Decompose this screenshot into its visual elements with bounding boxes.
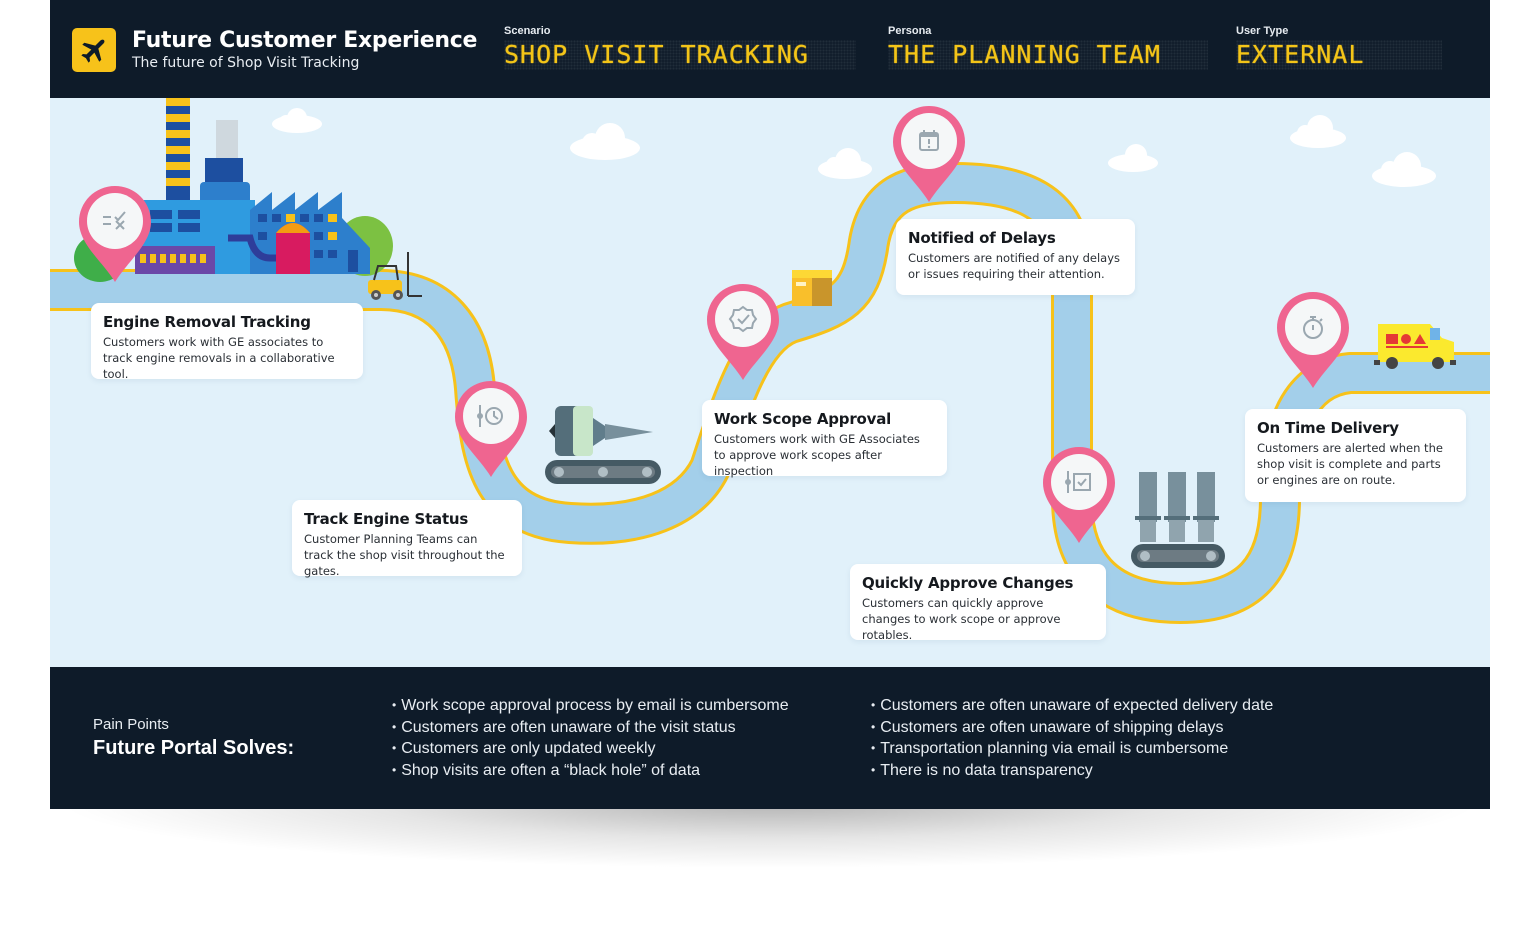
scenario-value: SHOP VISIT TRACKING xyxy=(504,40,856,70)
app-subtitle: The future of Shop Visit Tracking xyxy=(132,55,360,71)
pin-engine-removal[interactable] xyxy=(77,184,153,284)
step-description: Customer Planning Teams can track the sh… xyxy=(304,532,505,578)
step-title: Quickly Approve Changes xyxy=(862,574,1074,592)
user-type-value: EXTERNAL xyxy=(1236,40,1442,70)
journey-map: Engine Removal Tracking Customers work w… xyxy=(50,98,1490,667)
step-title: On Time Delivery xyxy=(1257,419,1399,437)
cloud xyxy=(570,123,640,160)
step-card: Quickly Approve Changes Customers can qu… xyxy=(850,564,1106,642)
step-card: Work Scope Approval Customers work with … xyxy=(702,400,947,478)
timeline-clock-icon xyxy=(477,405,503,427)
pain-points-list-2: Customers are often unaware of expected … xyxy=(871,695,1273,782)
package-illustration xyxy=(792,270,832,306)
timeline-check-icon xyxy=(1065,471,1091,493)
persona-value: THE PLANNING TEAM xyxy=(888,40,1208,70)
header: Future Customer Experience The future of… xyxy=(50,0,1490,98)
clouds xyxy=(100,108,1436,252)
pin-notified-of-delays[interactable] xyxy=(891,104,967,204)
pin-track-engine-status[interactable] xyxy=(453,379,529,479)
stopwatch-icon xyxy=(1303,316,1323,339)
pain-points-list-1: Work scope approval process by email is … xyxy=(392,695,789,782)
pin-work-scope-approval[interactable] xyxy=(705,282,781,382)
pain-points-label: Pain Points xyxy=(93,716,169,733)
step-card: Track Engine Status Customer Planning Te… xyxy=(292,500,522,578)
cloud xyxy=(1108,144,1158,172)
engine-illustration xyxy=(549,406,653,456)
infographic: Future Customer Experience The future of… xyxy=(50,0,1490,809)
step-title: Engine Removal Tracking xyxy=(103,313,311,331)
checklist-icon xyxy=(103,211,126,230)
pain-points-footer: Pain Points Future Portal Solves: Work s… xyxy=(50,667,1490,809)
step-description: Customers are alerted when the shop visi… xyxy=(1257,441,1443,487)
journey-route xyxy=(50,98,1490,624)
pain-point-item: Customers are only updated weekly xyxy=(392,738,789,760)
forklift-illustration xyxy=(368,252,422,300)
step-title: Track Engine Status xyxy=(304,510,469,528)
step-title: Notified of Delays xyxy=(908,229,1056,247)
step-description: Customers work with GE associates to tra… xyxy=(103,335,335,381)
pain-point-item: Customers are often unaware of shipping … xyxy=(871,717,1273,739)
pain-point-item: Customers are often unaware of the visit… xyxy=(392,717,789,739)
pain-point-item: There is no data transparency xyxy=(871,760,1273,782)
pin-on-time-delivery[interactable] xyxy=(1275,290,1351,390)
turbine-blades-illustration xyxy=(1131,472,1225,568)
cloud xyxy=(1372,152,1436,187)
step-card: Engine Removal Tracking Customers work w… xyxy=(91,303,363,381)
step-title: Work Scope Approval xyxy=(714,410,892,428)
portal-solves-heading: Future Portal Solves: xyxy=(93,737,295,759)
step-description: Customers are notified of any delays or … xyxy=(908,251,1121,281)
logo-badge xyxy=(72,28,116,72)
calendar-alert-icon xyxy=(919,130,939,151)
step-card: Notified of Delays Customers are notifie… xyxy=(896,219,1135,295)
step-card: On Time Delivery Customers are alerted w… xyxy=(1245,409,1466,502)
app-title: Future Customer Experience xyxy=(132,28,478,53)
delivery-van-illustration xyxy=(1374,324,1456,369)
step-description: Customers can quickly approve changes to… xyxy=(862,596,1061,642)
cloud xyxy=(818,148,872,179)
pain-point-item: Shop visits are often a “black hole” of … xyxy=(392,760,789,782)
pin-quickly-approve-changes[interactable] xyxy=(1041,445,1117,545)
persona-label: Persona xyxy=(888,25,932,37)
step-description: Customers work with GE Associates to app… xyxy=(714,432,920,478)
scenario-label: Scenario xyxy=(504,25,551,37)
cloud xyxy=(1290,115,1346,148)
airplane-icon xyxy=(81,39,105,63)
pain-point-item: Customers are often unaware of expected … xyxy=(871,695,1273,717)
factory-illustration xyxy=(74,98,393,282)
pain-point-item: Work scope approval process by email is … xyxy=(392,695,788,717)
pain-point-item: Transportation planning via email is cum… xyxy=(871,738,1273,760)
user-type-label: User Type xyxy=(1236,25,1289,37)
route-fill xyxy=(50,165,1490,621)
verified-badge-icon xyxy=(728,305,758,333)
drop-shadow xyxy=(60,790,1480,910)
cloud xyxy=(272,108,322,133)
conveyor-belt xyxy=(545,460,661,484)
